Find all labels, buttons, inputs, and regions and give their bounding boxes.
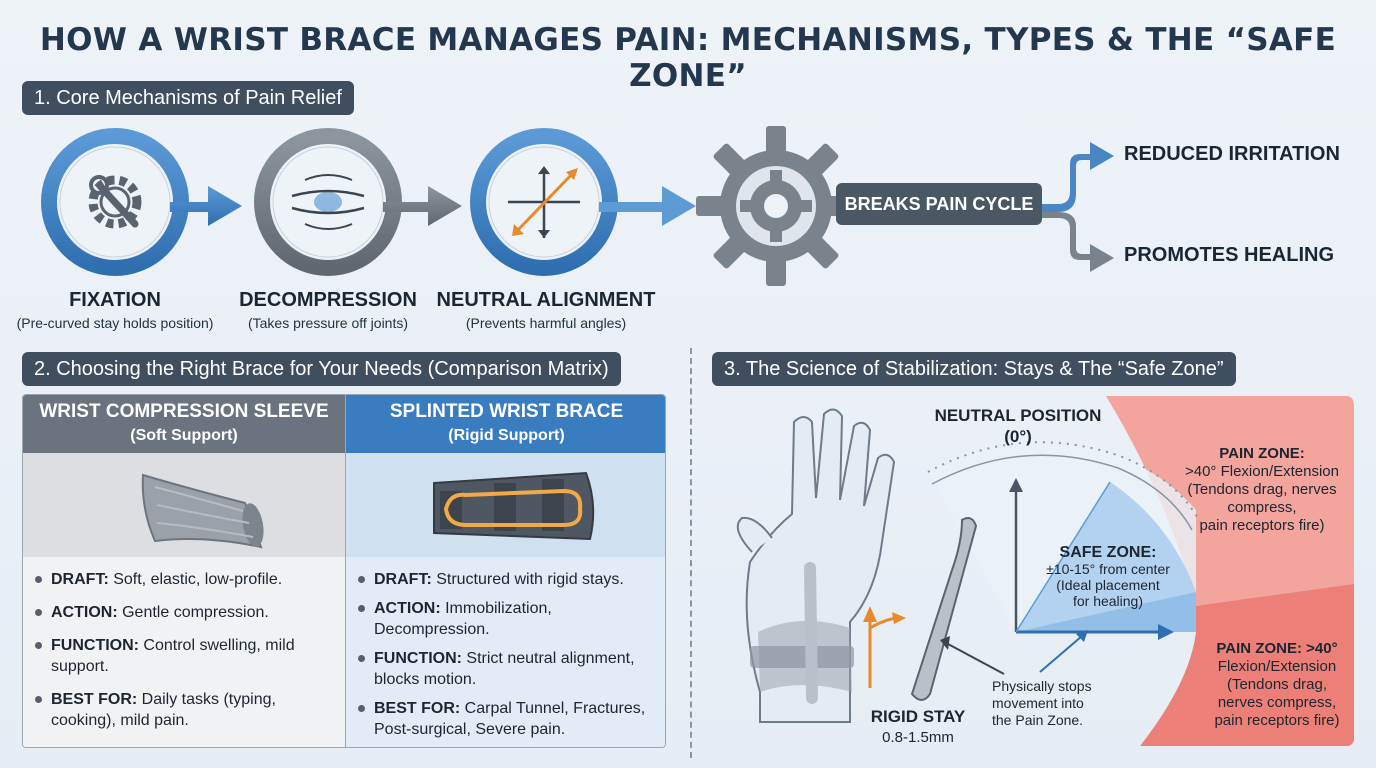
column-title: SPLINTED WRIST BRACE [389, 401, 624, 422]
comparison-matrix: WRIST COMPRESSION SLEEVE (Soft Support) … [22, 394, 666, 748]
pain-zone-top-area [1106, 396, 1354, 606]
column-title: WRIST COMPRESSION SLEEVE [39, 401, 329, 422]
mechanism-name: FIXATION [69, 289, 161, 311]
pain-zone-top-label: PAIN ZONE: >40° Flexion/Extension (Tendo… [1184, 445, 1339, 534]
mechanism-sub: (Takes pressure off joints) [247, 315, 409, 331]
mechanism-name: NEUTRAL ALIGNMENT [436, 289, 656, 311]
page-title: HOW A WRIST BRACE MANAGES PAIN: MECHANIS… [39, 22, 1337, 94]
mechanism-fixation: FIXATION (Pre-curved stay holds position… [0, 289, 235, 331]
decompression-icon [291, 174, 365, 230]
arrow-right-icon [383, 186, 462, 226]
mechanism-decompression: DECOMPRESSION (Takes pressure off joints… [208, 289, 448, 331]
splint-features: DRAFT: Structured with rigid stays. ACTI… [346, 557, 665, 740]
column-subtitle: (Soft Support) [130, 427, 238, 444]
compression-sleeve-icon [141, 473, 264, 549]
mechanisms-diagram [41, 126, 1114, 286]
arrow-right-icon [170, 186, 242, 226]
stops-movement-note: Physically stops movement into the Pain … [992, 678, 1092, 728]
list-item: ACTION: Gentle compression. [35, 602, 335, 623]
section1-heading: 1. Core Mechanisms of Pain Relief [22, 81, 354, 115]
neutral-position-value: (0°) [1004, 427, 1032, 446]
mechanism-neutral-alignment: NEUTRAL ALIGNMENT (Prevents harmful angl… [416, 289, 676, 331]
section3-heading: 3. The Science of Stabilization: Stays &… [712, 352, 1236, 386]
fixation-ring [41, 128, 242, 276]
mechanism-sub: (Prevents harmful angles) [465, 315, 627, 331]
column-header: WRIST COMPRESSION SLEEVE (Soft Support) [23, 395, 345, 453]
wrench-gear-icon [88, 175, 142, 229]
outcome-arrows [1042, 142, 1114, 272]
safe-zone-diagram [736, 396, 1354, 746]
pain-zone-bottom-label: PAIN ZONE: >40° Flexion/Extension (Tendo… [1214, 640, 1340, 729]
alignment-icon [508, 166, 580, 238]
outcome-promotes-healing: PROMOTES HEALING [1124, 244, 1335, 266]
rigid-stay-icon [910, 517, 978, 701]
hand-icon [736, 408, 896, 723]
section-divider [690, 348, 692, 758]
decompression-ring [254, 128, 462, 276]
neutral-position-title: NEUTRAL POSITION [934, 406, 1102, 425]
pain-cycle-box: BREAKS PAIN CYCLE [836, 183, 1042, 225]
pain-zone-bottom-area [1140, 584, 1354, 746]
rigid-stay-title: RIGID STAY [870, 707, 966, 726]
column-subtitle: (Rigid Support) [448, 427, 565, 444]
sleeve-image [23, 453, 345, 557]
column-header: SPLINTED WRIST BRACE (Rigid Support) [346, 395, 665, 453]
mechanism-name: DECOMPRESSION [239, 289, 417, 311]
safe-zone-wedge [1016, 482, 1196, 632]
splinted-brace-icon [433, 471, 595, 541]
mechanism-sub: (Pre-curved stay holds position) [16, 315, 214, 331]
outcome-reduced-irritation: REDUCED IRRITATION [1124, 143, 1340, 165]
list-item: DRAFT: Soft, elastic, low-profile. [35, 569, 335, 590]
sleeve-features: DRAFT: Soft, elastic, low-profile. ACTIO… [23, 557, 345, 731]
list-item: FUNCTION: Strict neutral alignment, bloc… [358, 648, 657, 690]
column-splint: SPLINTED WRIST BRACE (Rigid Support) DRA… [345, 395, 665, 747]
arrow-right-icon [599, 186, 696, 226]
splint-image [346, 453, 665, 557]
list-item: BEST FOR: Daily tasks (typing, cooking),… [35, 689, 335, 731]
list-item: DRAFT: Structured with rigid stays. [358, 569, 657, 590]
list-item: ACTION: Immobilization, Decompression. [358, 598, 657, 640]
section2-heading: 2. Choosing the Right Brace for Your Nee… [22, 352, 621, 386]
list-item: FUNCTION: Control swelling, mild support… [35, 635, 335, 677]
column-sleeve: WRIST COMPRESSION SLEEVE (Soft Support) … [23, 395, 345, 747]
rigid-stay-value: 0.8-1.5mm [882, 729, 954, 746]
pain-cycle-gear-icon [696, 126, 856, 286]
safe-zone-label: SAFE ZONE: ±10-15° from center (Ideal pl… [1046, 544, 1170, 610]
list-item: BEST FOR: Carpal Tunnel, Fractures, Post… [358, 698, 657, 740]
